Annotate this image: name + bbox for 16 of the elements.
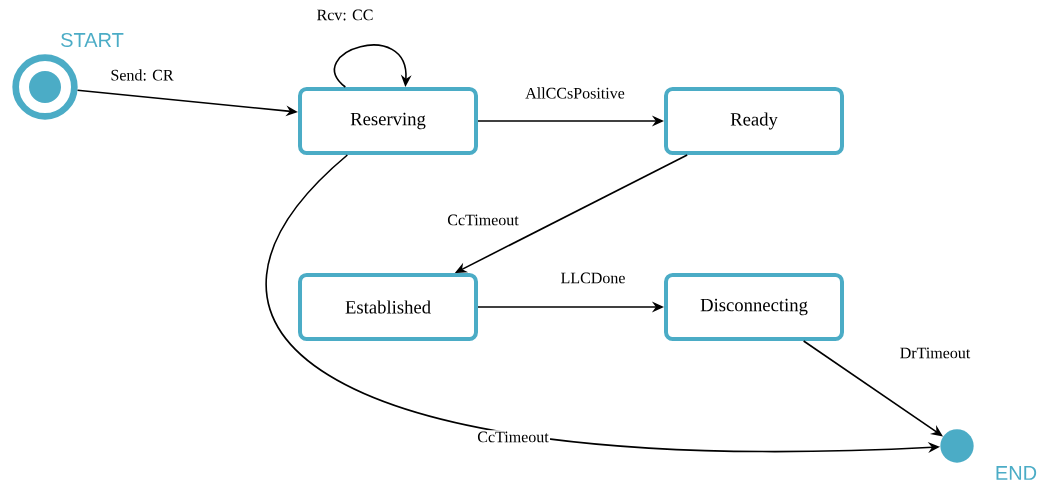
- state-label: END: [996, 466, 1037, 480]
- start-state: [12, 54, 78, 120]
- state-box: Disconnecting: [664, 273, 844, 341]
- edge-label: AllCCsPositive: [523, 86, 627, 100]
- state-box: Ready: [664, 87, 844, 155]
- state-box: Established: [298, 273, 478, 341]
- edge-label: DrTimeout: [898, 346, 972, 360]
- end-state: [940, 429, 974, 463]
- arrow: [333, 44, 412, 88]
- edge-label: Rcv: CC: [315, 8, 375, 22]
- edge-label: CcTimeout: [475, 430, 551, 444]
- edge-label: CcTimeout: [445, 213, 521, 227]
- state-label: START: [61, 32, 124, 48]
- edge-label: LLCDone: [559, 271, 627, 285]
- edge-label: Send: CR: [109, 68, 175, 82]
- state-box: Reserving: [298, 87, 478, 155]
